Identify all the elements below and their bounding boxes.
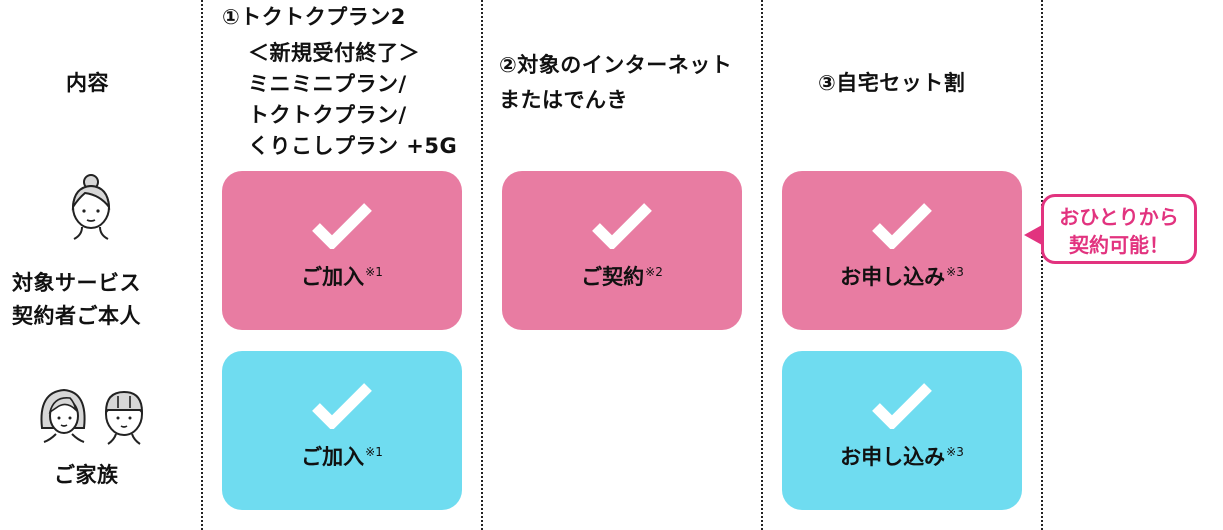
checkmark-icon xyxy=(872,383,932,429)
column-subtitle-1-line3: トクトクプラン/ xyxy=(248,103,407,127)
checkmark-icon xyxy=(592,203,652,249)
checkmark-icon xyxy=(312,203,372,249)
row-label-holder-line2: 契約者ご本人 xyxy=(12,304,141,328)
cell-holder-home-set: お申し込み※3 xyxy=(782,171,1022,330)
cell-label: ご加入※1 xyxy=(301,445,383,469)
column-subtitle-2: またはでんき xyxy=(499,88,628,112)
column-subtitle-1-line4: くりこしプラン +5G xyxy=(248,134,458,158)
checkmark-icon xyxy=(312,383,372,429)
family-faces-icon xyxy=(40,388,144,445)
column-subtitle-1-line1: ＜新規受付終了＞ xyxy=(248,41,420,65)
row-label-holder-line1: 対象サービス xyxy=(12,271,141,295)
column-divider xyxy=(1041,0,1043,530)
column-divider xyxy=(481,0,483,530)
row-label-family: ご家族 xyxy=(54,463,119,487)
callout-line1: おひとりから xyxy=(1059,205,1179,229)
callout-bubble: おひとりから 契約可能！ xyxy=(1041,194,1197,264)
cell-label: ご加入※1 xyxy=(301,265,383,289)
column-divider xyxy=(201,0,203,530)
cell-label: お申し込み※3 xyxy=(840,445,964,469)
cell-family-plan: ご加入※1 xyxy=(222,351,462,510)
cell-label: お申し込み※3 xyxy=(840,265,964,289)
row-header-label: 内容 xyxy=(66,71,109,95)
checkmark-icon xyxy=(872,203,932,249)
woman-bun-face-icon xyxy=(71,174,111,240)
column-subtitle-1-line2: ミニミニプラン/ xyxy=(248,72,407,96)
callout-tail xyxy=(1024,225,1042,245)
column-title-2: ②対象のインターネット xyxy=(499,53,733,77)
column-title-1: ①トクトクプラン2 xyxy=(222,5,406,29)
column-title-3: ③自宅セット割 xyxy=(818,71,966,95)
cell-label: ご契約※2 xyxy=(581,265,663,289)
cell-holder-internet: ご契約※2 xyxy=(502,171,742,330)
column-divider xyxy=(761,0,763,530)
cell-family-home-set: お申し込み※3 xyxy=(782,351,1022,510)
cell-holder-plan: ご加入※1 xyxy=(222,171,462,330)
callout-line2: 契約可能！ xyxy=(1069,233,1169,257)
